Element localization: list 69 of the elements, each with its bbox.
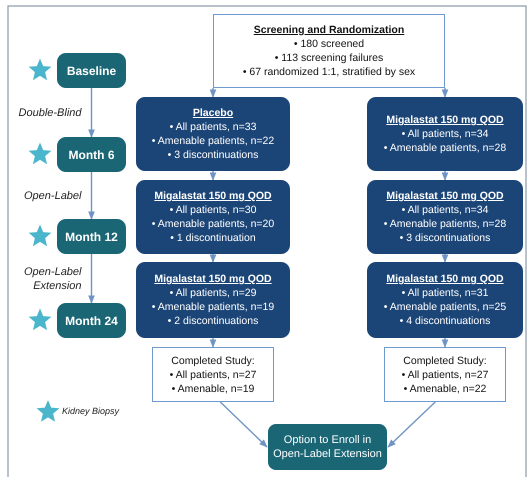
treatment-box (136, 180, 290, 254)
treatment-box (367, 180, 523, 254)
completion-box (384, 347, 506, 402)
timepoint-box (57, 219, 126, 254)
bullet-item: • Amenable patients, n=28 (384, 217, 506, 231)
bullet-item: • All patients, n=30 (170, 203, 256, 217)
box-heading: Placebo (192, 106, 234, 120)
bullet-item: • All patients, n=34 (402, 127, 488, 141)
arrow (210, 171, 216, 181)
bullet-item: • Amenable patients, n=22 (152, 134, 274, 148)
bullet-item: • Amenable, n=19 (172, 382, 254, 396)
treatment-box (367, 262, 523, 338)
bullet-item: • All patients, n=27 (402, 368, 488, 382)
timepoint-label: Month 12 (65, 230, 118, 244)
treatment-box (136, 262, 290, 338)
edge-label: Double-Blind (18, 106, 82, 120)
timepoint-label: Month 24 (65, 314, 118, 328)
timepoint-label: Month 6 (68, 148, 114, 162)
bullet-item: • 4 discontinuations (400, 314, 490, 328)
timepoint-label: Baseline (66, 64, 116, 78)
bullet-item: • All patients, n=31 (402, 286, 488, 300)
edge-label: Open-Label (23, 188, 82, 202)
bullet-item: • Amenable patients, n=19 (152, 300, 274, 314)
arrow (88, 254, 95, 304)
arrow (442, 338, 448, 348)
bullet-item: • 67 randomized 1:1, stratified by sex (242, 65, 416, 79)
arrow (88, 172, 95, 220)
box-heading: Migalastat 150 mg QOD (386, 189, 504, 203)
arrow (210, 88, 216, 98)
bullet-item: • 180 screened (294, 37, 364, 51)
arrow (442, 88, 448, 98)
box-heading: Migalastat 150 mg QOD (154, 189, 272, 203)
arrow (442, 171, 448, 181)
box-text: Option to Enroll in Open-Label Extension (272, 433, 383, 461)
bullet-item: • Amenable, n=22 (404, 382, 486, 396)
bullet-item: • Amenable patients, n=28 (384, 141, 506, 155)
bullet-item: • All patients, n=27 (170, 368, 256, 382)
edge-label: Open-Label Extension (23, 264, 82, 292)
arrow (387, 402, 436, 448)
box-heading: Completed Study: (171, 354, 255, 368)
treatment-box (367, 97, 523, 171)
bullet-item: • 2 discontinuations (168, 314, 258, 328)
bullet-item: • All patients, n=29 (170, 286, 256, 300)
timepoint-box (57, 137, 126, 172)
box-heading: Migalastat 150 mg QOD (386, 272, 504, 286)
box-heading: Migalastat 150 mg QOD (386, 113, 504, 127)
completion-box (152, 347, 274, 402)
box-heading: Screening and Randomization (254, 23, 404, 37)
bullet-item: • 3 discontinuations (168, 148, 258, 162)
arrow (210, 254, 216, 263)
bullet-item: • Amenable patients, n=25 (384, 300, 506, 314)
box-heading: Completed Study: (403, 354, 487, 368)
bullet-item: • All patients, n=33 (170, 120, 256, 134)
arrow (442, 254, 448, 263)
arrow (210, 338, 216, 348)
outcome-box (268, 424, 387, 470)
bullet-item: • 113 screening failures (274, 51, 384, 65)
timepoint-box (57, 303, 126, 338)
screening-box (213, 14, 445, 88)
arrow (88, 88, 95, 138)
bullet-item: • 3 discontinuations (400, 231, 490, 245)
bullet-item: • 1 discontinuation (170, 231, 256, 245)
bullet-item: • All patients, n=34 (402, 203, 488, 217)
box-heading: Migalastat 150 mg QOD (154, 272, 272, 286)
treatment-box (136, 97, 290, 171)
arrow (220, 402, 268, 448)
legend-label: Kidney Biopsy (62, 406, 120, 416)
timepoint-box (57, 53, 126, 88)
bullet-item: • Amenable patients, n=20 (152, 217, 274, 231)
